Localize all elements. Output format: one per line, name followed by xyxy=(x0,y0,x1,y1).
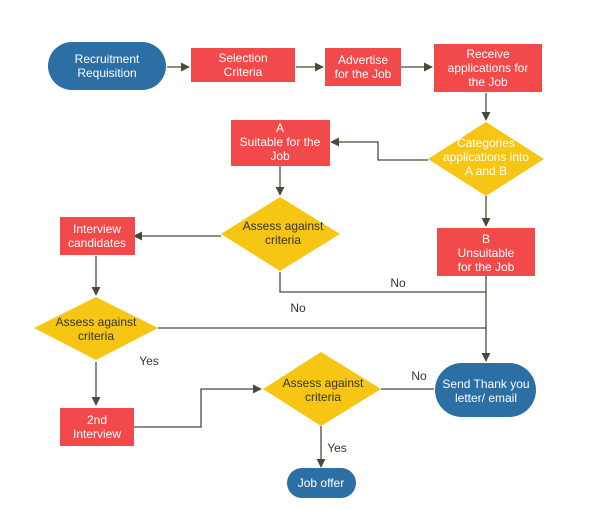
second-interview-line2: Interview xyxy=(73,427,121,441)
edge-categorise-to-a xyxy=(330,137,428,161)
categorise-line1: Categories xyxy=(457,136,515,150)
selection-criteria-line1: Selection xyxy=(218,51,267,65)
advertise-job-line2: for the Job xyxy=(335,67,392,81)
receive-applications-line3: the Job xyxy=(468,75,508,89)
label-no-assess3: No xyxy=(411,369,427,383)
suitable-a-line2: Suitable for the xyxy=(240,135,321,149)
assess-2-line1: Assess against xyxy=(56,315,137,329)
node-selection-criteria: Selection Criteria xyxy=(191,48,295,82)
node-assess-1: Assess against criteria xyxy=(221,197,340,271)
unsuitable-b-line3: for the Job xyxy=(458,260,515,274)
node-categorise-applications: Categories applications into A and B xyxy=(428,122,544,196)
assess-1-line2: criteria xyxy=(265,233,301,247)
receive-applications-line1: Receive xyxy=(466,47,510,61)
node-interview-candidates: Interview candidates xyxy=(60,217,135,255)
categorise-line3: A and B xyxy=(465,164,507,178)
assess-3-line1: Assess against xyxy=(283,376,364,390)
assess-3-line2: criteria xyxy=(305,390,341,404)
assess-2-line2: criteria xyxy=(78,329,114,343)
node-unsuitable-b: B Unsuitable for the Job xyxy=(437,228,535,276)
unsuitable-b-line2: Unsuitable xyxy=(458,246,515,260)
suitable-a-line1: A xyxy=(276,121,284,135)
second-interview-line1: 2nd xyxy=(87,413,107,427)
selection-criteria-line2: Criteria xyxy=(224,65,263,79)
node-receive-applications: Receive applications for the Job xyxy=(434,44,542,92)
edge-2nd-to-assess3 xyxy=(134,384,262,428)
node-send-thank-you: Send Thank you letter/ email xyxy=(435,363,536,417)
node-assess-2: Assess against criteria xyxy=(34,297,158,360)
node-assess-3: Assess against criteria xyxy=(263,352,381,426)
node-suitable-a: A Suitable for the Job xyxy=(231,120,330,166)
node-second-interview: 2nd Interview xyxy=(60,408,134,446)
node-job-offer: Job offer xyxy=(287,468,356,498)
recruitment-requisition-line1: Recruitment xyxy=(75,52,140,66)
node-advertise-job: Advertise for the Job xyxy=(325,48,401,86)
connectors xyxy=(91,62,491,468)
edge-assess1-no xyxy=(279,272,486,293)
label-yes-assess2: Yes xyxy=(139,354,159,368)
recruitment-requisition-line2: Requisition xyxy=(77,66,136,80)
advertise-job-line1: Advertise xyxy=(338,53,388,67)
label-yes-assess3: Yes xyxy=(327,441,347,455)
unsuitable-b-line1: B xyxy=(482,232,490,246)
receive-applications-line2: applications for xyxy=(448,61,529,75)
suitable-a-line3: Job xyxy=(270,149,290,163)
interview-candidates-line2: candidates xyxy=(68,236,126,250)
send-thank-you-line1: Send Thank you xyxy=(442,377,529,391)
label-no-assess1: No xyxy=(390,276,406,290)
assess-1-line1: Assess against xyxy=(243,219,324,233)
node-recruitment-requisition: Recruitment Requisition xyxy=(48,42,166,90)
label-no-assess1-side: No xyxy=(290,301,306,315)
send-thank-you-line2: letter/ email xyxy=(455,391,517,405)
interview-candidates-line1: Interview xyxy=(73,222,121,236)
job-offer-label: Job offer xyxy=(298,476,344,490)
categorise-line2: applications into xyxy=(443,150,529,164)
